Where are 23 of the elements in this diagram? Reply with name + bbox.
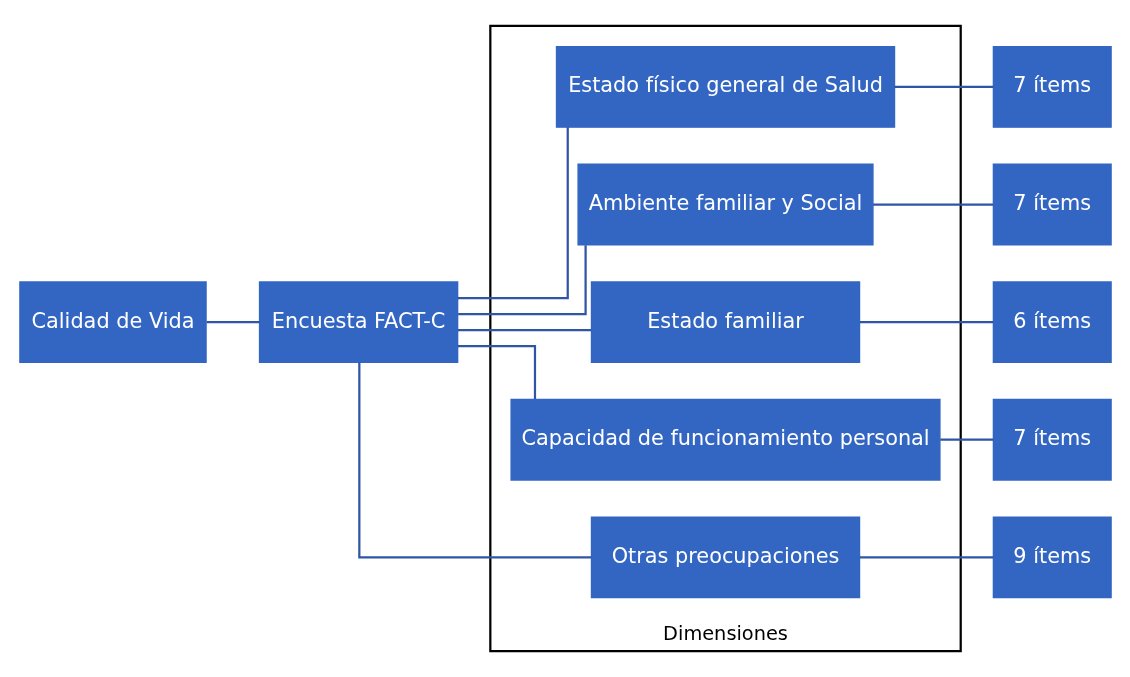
connector xyxy=(357,362,591,559)
connector xyxy=(859,556,993,559)
node-box: 6 ítems xyxy=(992,281,1112,364)
connector xyxy=(457,245,587,316)
node-box: Otras preocupaciones xyxy=(590,516,860,599)
node-box: Encuesta FACT-C xyxy=(258,281,458,364)
node-box: 7 ítems xyxy=(992,398,1112,481)
connector xyxy=(872,203,993,206)
node-box: Capacidad de funcionamiento personal xyxy=(509,398,941,481)
connector xyxy=(206,321,260,324)
connector xyxy=(894,85,993,89)
node-box: Estado físico general de Salud xyxy=(555,46,895,128)
node-box: 9 ítems xyxy=(992,516,1112,599)
connector xyxy=(457,127,569,300)
connector xyxy=(457,345,536,399)
node-box: 7 ítems xyxy=(992,163,1112,246)
node-box: Ambiente familiar y Social xyxy=(576,163,874,246)
connector xyxy=(939,438,993,441)
connector xyxy=(457,329,591,332)
node-box: 7 ítems xyxy=(992,46,1112,128)
connector xyxy=(859,321,993,324)
node-box: Estado familiar xyxy=(590,281,860,364)
node-box: Calidad de Vida xyxy=(18,281,207,364)
